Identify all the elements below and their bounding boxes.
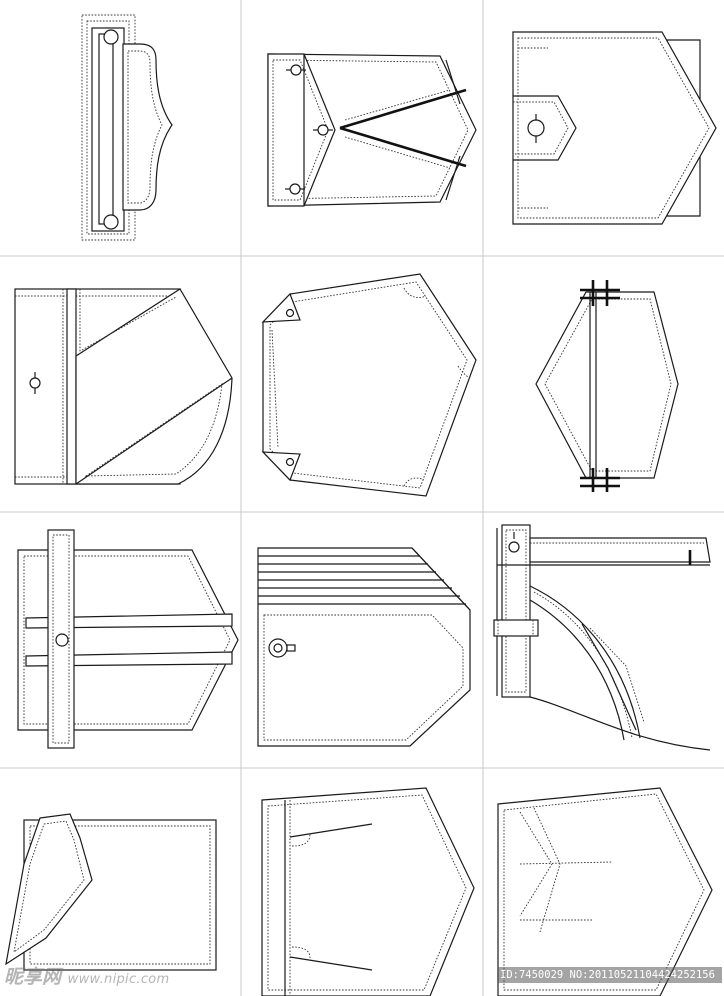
pocket-pointed-vertical-strap bbox=[17, 529, 239, 749]
button-icon bbox=[103, 214, 119, 230]
button-icon bbox=[103, 29, 119, 45]
button-icon bbox=[290, 64, 302, 76]
watermark-id: ID:7450029 NO:20110521104424252156 bbox=[498, 967, 722, 983]
button-icon bbox=[285, 457, 295, 467]
pocket-pointed-inner-outline bbox=[497, 787, 713, 996]
button-icon bbox=[55, 633, 69, 647]
button-icon bbox=[527, 119, 545, 137]
watermark-logo-text: 昵享网 bbox=[4, 966, 62, 988]
button-icon bbox=[285, 308, 295, 318]
pocket-pleated-top-eyelet bbox=[257, 547, 471, 747]
pocket-rectangular-folded-corner bbox=[5, 813, 217, 971]
watermark-logo: 昵享网 www.nipic.com bbox=[4, 962, 170, 992]
pocket-pointed-darts bbox=[261, 787, 475, 996]
pocket-flap-buttoned-vertical bbox=[81, 14, 173, 241]
pocket-diamond-bartacked bbox=[535, 280, 679, 492]
pocket-flap-three-buttons-pleated bbox=[267, 53, 477, 207]
button-icon bbox=[317, 124, 329, 136]
pocket-belt-loop-curved bbox=[493, 524, 711, 751]
button-icon bbox=[508, 541, 520, 553]
pocket-pentagon-folded-corners bbox=[261, 273, 477, 497]
pocket-placket-curved-flap bbox=[14, 288, 233, 485]
button-icon bbox=[29, 377, 41, 389]
pocket-layered-pointed-button-tab bbox=[512, 31, 717, 225]
button-icon bbox=[289, 183, 301, 195]
watermark-url: www.nipic.com bbox=[67, 972, 170, 987]
